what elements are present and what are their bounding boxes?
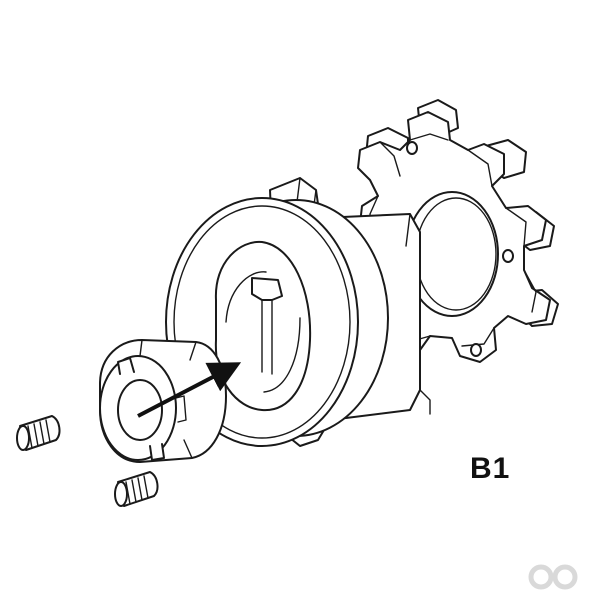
grub-screw-left [16,415,61,451]
coupling-spider [357,99,559,363]
infinity-logo-icon [528,564,578,590]
diagram-label: B1 [470,452,511,485]
arrow-icon [137,362,242,418]
grub-screw-bottom [114,471,159,507]
